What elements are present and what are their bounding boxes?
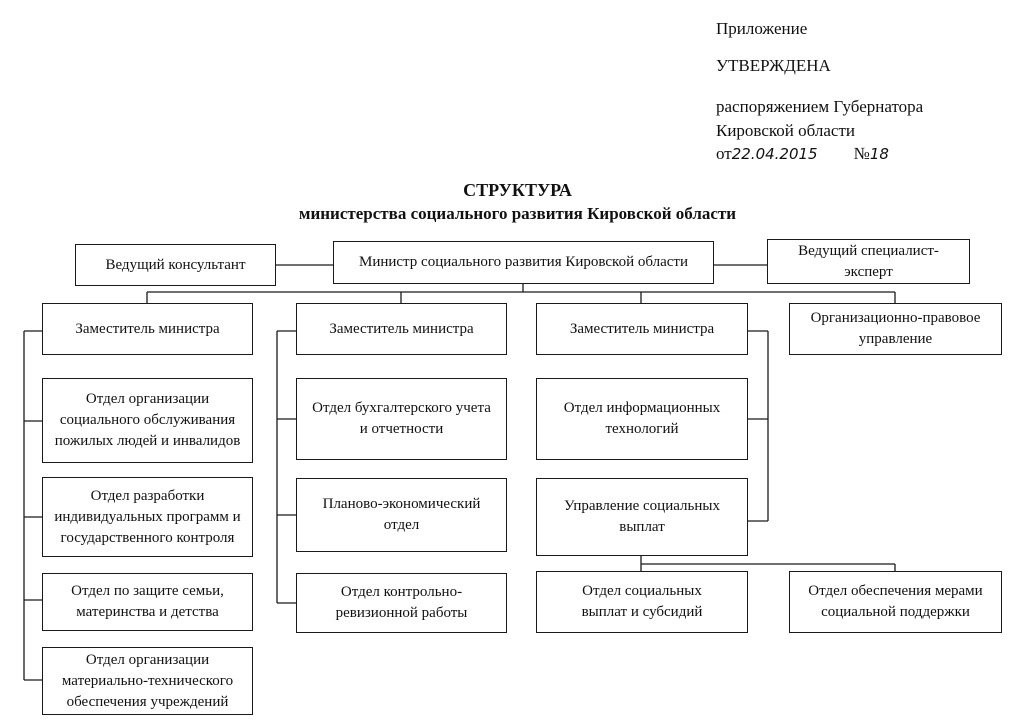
number-value: 18 bbox=[869, 145, 889, 163]
number-prefix: № bbox=[853, 144, 870, 163]
material-support-box: Отдел организации материально-техническо… bbox=[42, 647, 253, 715]
legal-dept-label: Организационно-правовое управление bbox=[810, 310, 981, 347]
deputy-minister-2-box: Заместитель министра bbox=[296, 303, 507, 355]
social-support-label: Отдел обеспечения мерами социальной подд… bbox=[808, 583, 983, 620]
approved-label: УТВЕРЖДЕНА bbox=[716, 56, 831, 75]
social-payments-mgmt-box: Управление социальных выплат bbox=[536, 478, 748, 556]
individual-programs-box: Отдел разработки индивидуальных программ… bbox=[42, 477, 253, 557]
legal-dept-box: Организационно-правовое управление bbox=[789, 303, 1002, 355]
family-protection-box: Отдел по защите семьи, материнства и дет… bbox=[42, 573, 253, 631]
deputy-minister-1-box: Заместитель министра bbox=[42, 303, 253, 355]
diagram-subtitle: министерства социального развития Кировс… bbox=[298, 204, 737, 223]
elderly-services-label: Отдел организации социального обслуживан… bbox=[54, 391, 241, 449]
lead-consultant-box: Ведущий консультант bbox=[75, 244, 276, 286]
date-prefix: от bbox=[716, 144, 732, 163]
accounting-box: Отдел бухгалтерского учета и отчетности bbox=[296, 378, 507, 460]
it-label: Отдел информационных технологий bbox=[563, 400, 721, 437]
minister-label: Министр социального развития Кировской о… bbox=[358, 254, 688, 270]
decree-line-2: Кировской области bbox=[716, 121, 855, 140]
planning-label: Планово-экономический отдел bbox=[322, 496, 481, 533]
payments-subsidies-box: Отдел социальных выплат и субсидий bbox=[536, 571, 748, 633]
family-protection-label: Отдел по защите семьи, материнства и дет… bbox=[71, 583, 224, 620]
elderly-services-box: Отдел организации социального обслуживан… bbox=[42, 378, 253, 463]
deputy-minister-3-label: Заместитель министра bbox=[569, 320, 715, 337]
deputy-minister-2-label: Заместитель министра bbox=[329, 320, 474, 337]
material-support-label: Отдел организации материально-техническо… bbox=[61, 651, 234, 710]
accounting-label: Отдел бухгалтерского учета и отчетности bbox=[312, 400, 491, 437]
payments-subsidies-label: Отдел социальных выплат и субсидий bbox=[581, 583, 703, 620]
individual-programs-label: Отдел разработки индивидуальных программ… bbox=[54, 487, 241, 546]
audit-box: Отдел контрольно-ревизионной работы bbox=[296, 573, 507, 633]
lead-specialist-box: Ведущий специалист-эксперт bbox=[767, 239, 970, 284]
decree-date-line: от22.04.2015 №18 bbox=[716, 144, 889, 164]
diagram-title: СТРУКТУРА bbox=[463, 180, 572, 200]
lead-specialist-label: Ведущий специалист-эксперт bbox=[798, 242, 939, 280]
date-value: 22.04.2015 bbox=[731, 145, 818, 163]
it-box: Отдел информационных технологий bbox=[536, 378, 748, 460]
deputy-minister-1-label: Заместитель министра bbox=[75, 320, 220, 337]
social-support-box: Отдел обеспечения мерами социальной подд… bbox=[789, 571, 1002, 633]
minister-box: Министр социального развития Кировской о… bbox=[333, 241, 714, 284]
audit-label: Отдел контрольно-ревизионной работы bbox=[335, 584, 468, 621]
planning-box: Планово-экономический отдел bbox=[296, 478, 507, 552]
social-payments-mgmt-label: Управление социальных выплат bbox=[564, 498, 720, 535]
appendix-label: Приложение bbox=[716, 19, 808, 38]
lead-consultant-label: Ведущий консультант bbox=[105, 256, 246, 273]
decree-line-1: распоряжением Губернатора bbox=[716, 97, 924, 116]
deputy-minister-3-box: Заместитель министра bbox=[536, 303, 748, 355]
